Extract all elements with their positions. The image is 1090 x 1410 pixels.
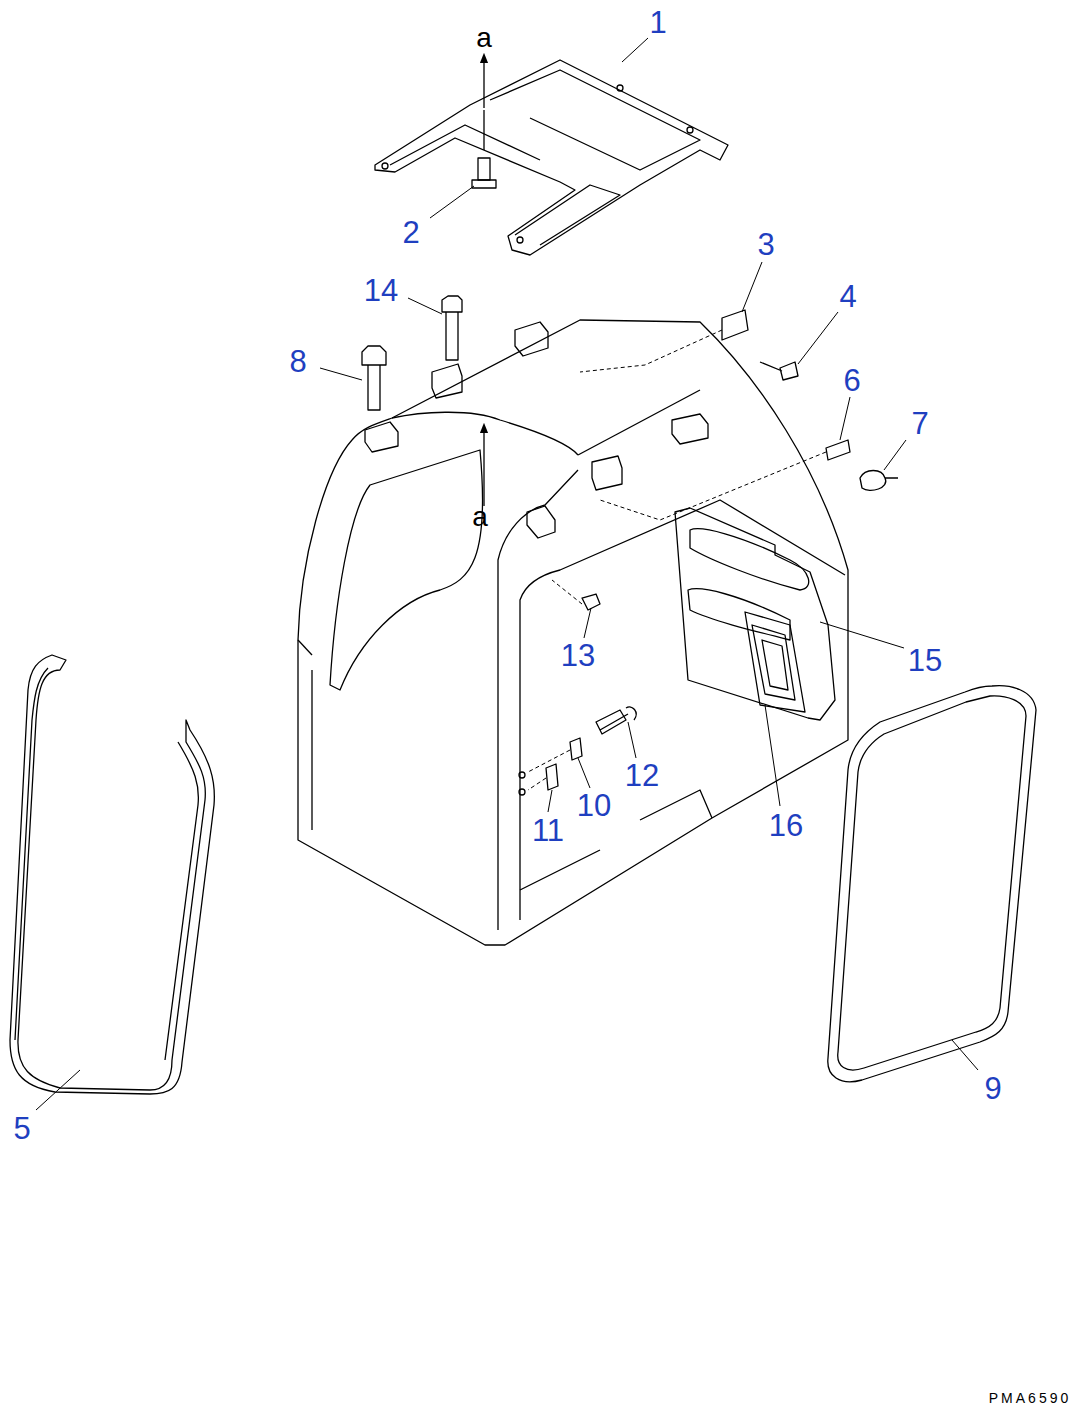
reference-arrow bbox=[483, 58, 484, 108]
callout-number: 5 bbox=[13, 1113, 30, 1144]
leader-line bbox=[36, 38, 978, 1110]
window-seal bbox=[10, 655, 214, 1094]
callout-number: 13 bbox=[561, 640, 595, 671]
callout-number: 2 bbox=[402, 217, 419, 248]
cab-body bbox=[298, 320, 848, 945]
screw bbox=[860, 471, 898, 491]
callout-number: 11 bbox=[532, 815, 564, 846]
nut bbox=[546, 764, 558, 790]
callout-number: 15 bbox=[908, 645, 942, 676]
roof-frame bbox=[375, 60, 728, 255]
callout-number: 10 bbox=[577, 790, 611, 821]
callout-number: 8 bbox=[289, 346, 306, 377]
door-panel bbox=[675, 508, 835, 720]
clip bbox=[826, 440, 850, 460]
handle-plate bbox=[745, 612, 805, 712]
reference-arrow bbox=[483, 428, 484, 506]
mounting-block bbox=[365, 322, 708, 538]
bolt bbox=[362, 296, 462, 410]
callout-number: 12 bbox=[625, 760, 659, 791]
callout-number: 1 bbox=[649, 7, 666, 38]
callout-number: 3 bbox=[757, 229, 774, 260]
reference-letter: a bbox=[472, 503, 488, 531]
reference-line bbox=[483, 110, 484, 150]
washer bbox=[570, 738, 582, 760]
callout-number: 4 bbox=[839, 281, 856, 312]
guide-line bbox=[528, 330, 826, 790]
drawing-code: PMA6590 bbox=[989, 1391, 1071, 1405]
callout-number: 6 bbox=[843, 365, 860, 396]
callout-number: 16 bbox=[769, 810, 803, 841]
callout-number: 9 bbox=[984, 1073, 1001, 1104]
callout-number: 14 bbox=[364, 275, 398, 306]
bolt bbox=[472, 158, 496, 188]
callout-number: 7 bbox=[911, 408, 928, 439]
bracket bbox=[722, 310, 748, 340]
hole bbox=[519, 772, 525, 778]
reference-letter: a bbox=[476, 24, 492, 52]
window-seal bbox=[828, 686, 1036, 1082]
clip bbox=[582, 594, 600, 610]
screw bbox=[760, 362, 798, 380]
hole bbox=[519, 789, 525, 795]
